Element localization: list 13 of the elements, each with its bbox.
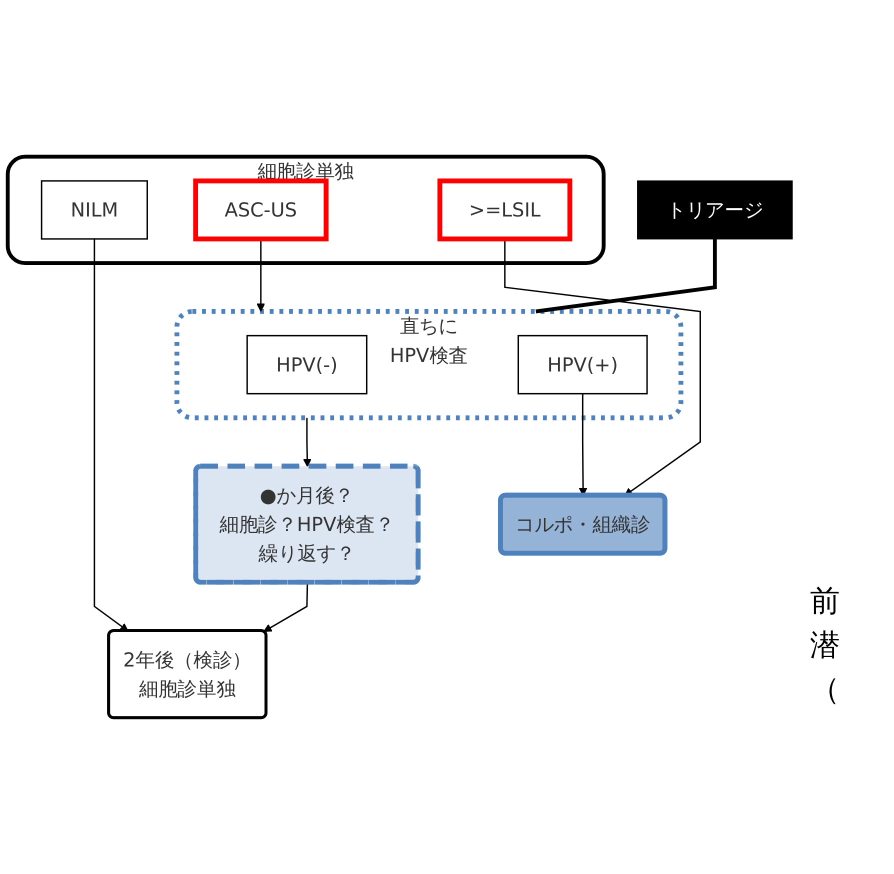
cropped-text: （ <box>810 671 841 709</box>
node-box: HPV(-) <box>246 334 368 394</box>
node-box: NILM <box>40 180 148 240</box>
cropped-text: 潜 <box>810 627 841 665</box>
node-box: トリアージ <box>637 180 793 240</box>
node-box: HPV(+) <box>518 334 648 394</box>
node-box: >=LSIL <box>437 178 572 242</box>
arrow <box>94 238 128 632</box>
arrow <box>256 238 266 312</box>
connector <box>536 238 717 314</box>
node-box: ASC-US <box>193 178 328 242</box>
arrow <box>263 582 308 632</box>
cropped-text: 前 <box>810 583 841 621</box>
